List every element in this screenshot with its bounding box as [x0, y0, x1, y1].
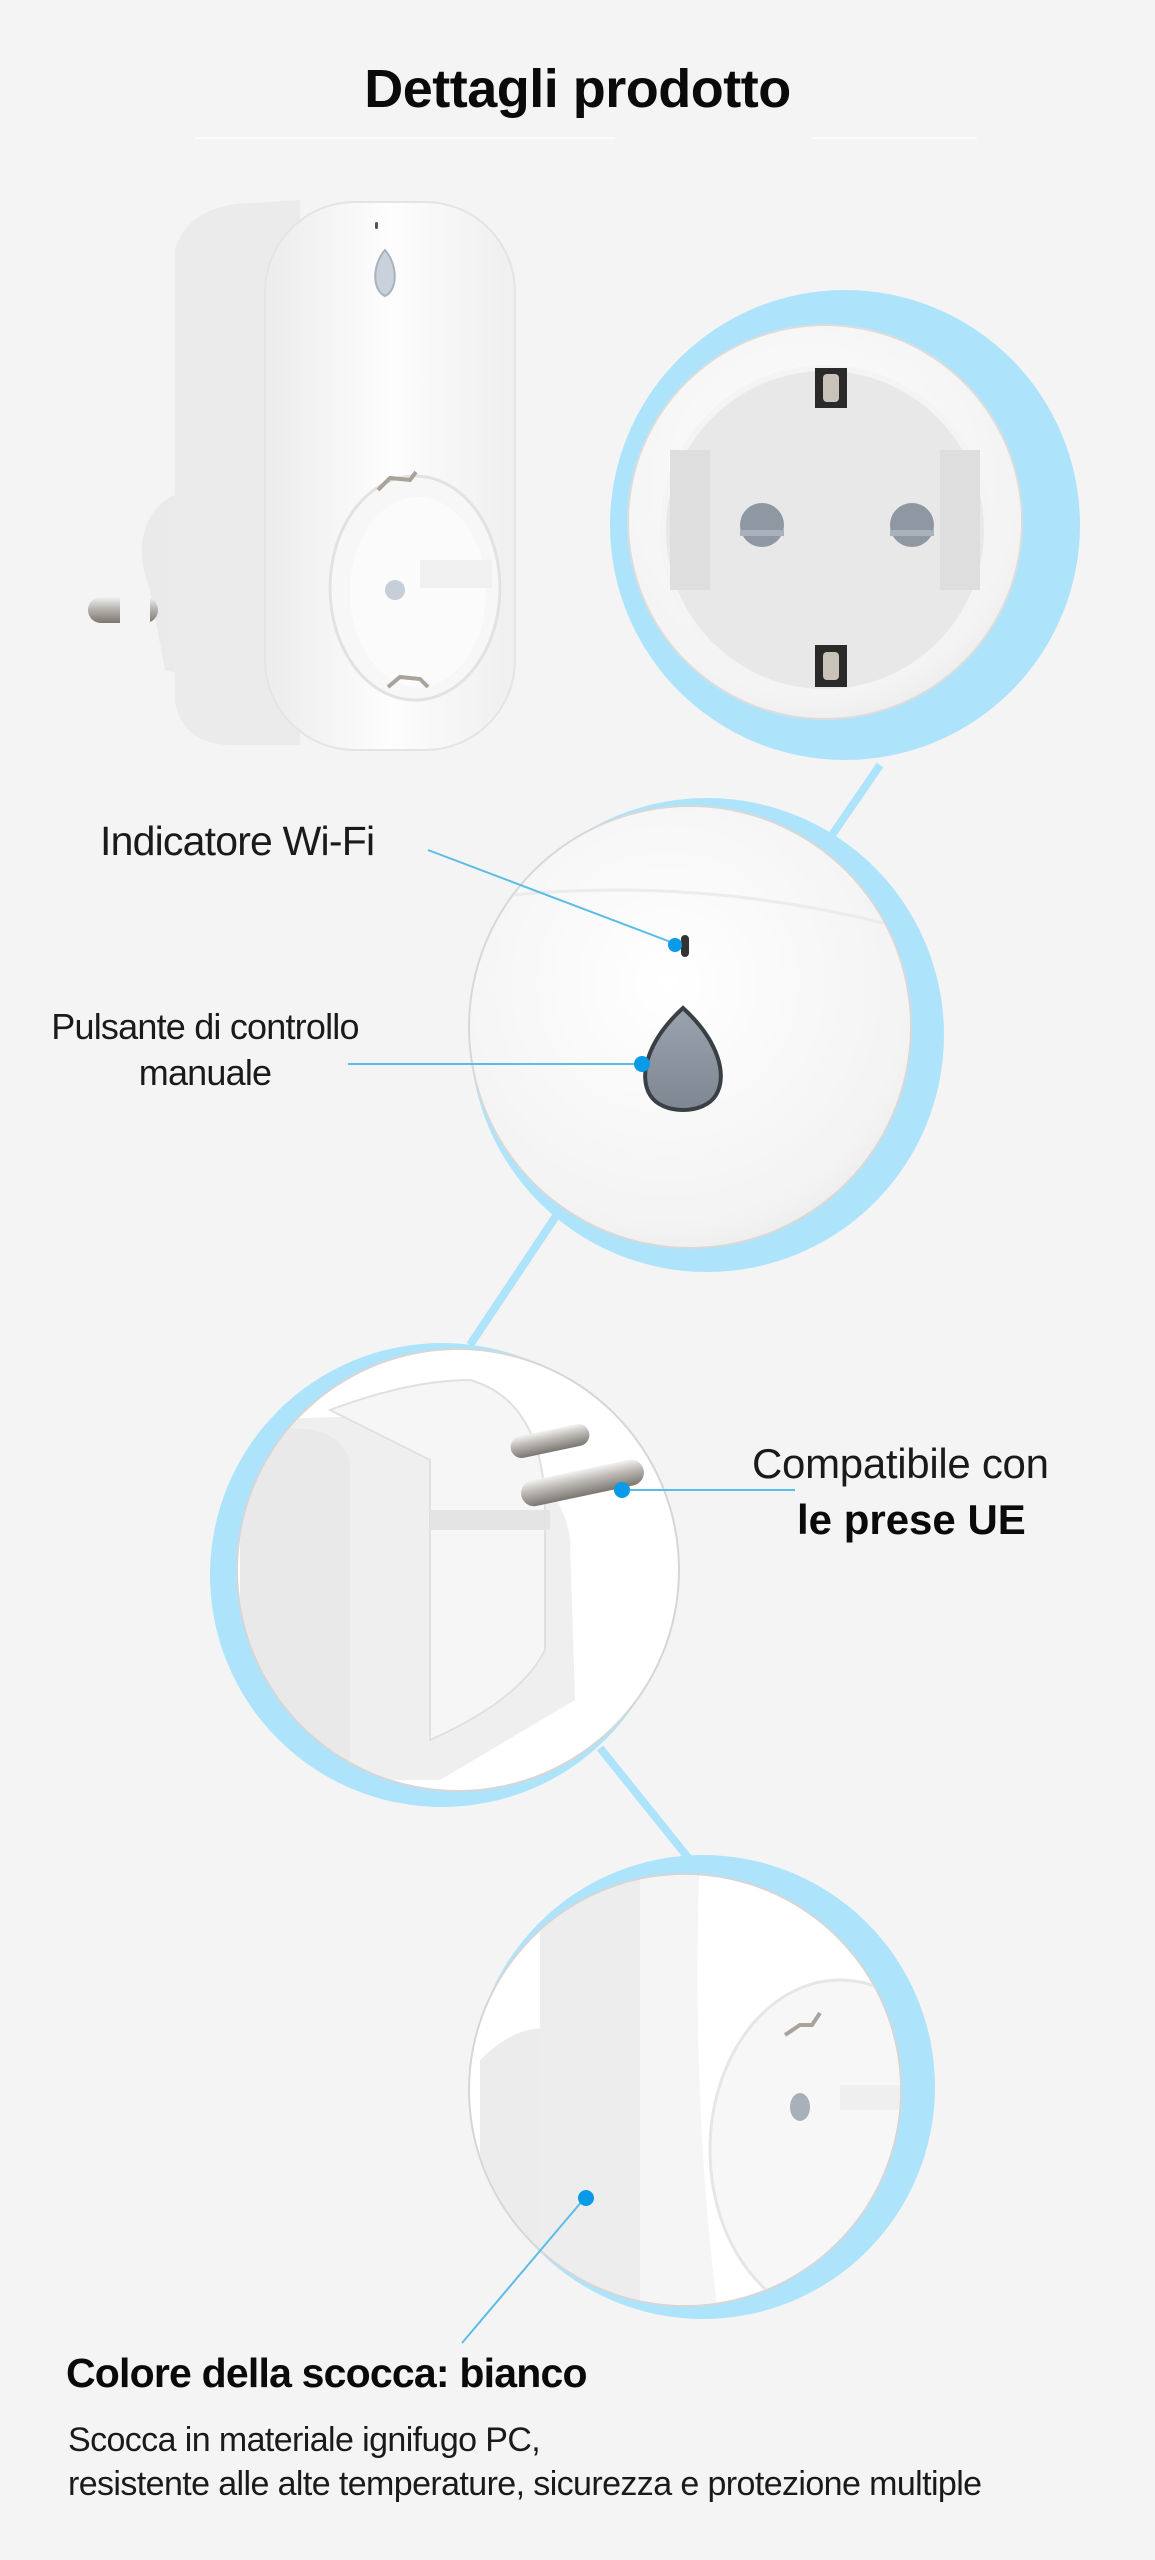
socket-closeup [610, 290, 1080, 760]
title-divider-left [195, 137, 615, 139]
page-title: Dettagli prodotto [364, 59, 791, 119]
compatibility-label-line1: Compatibile con [752, 1440, 1049, 1487]
title-divider-right [812, 137, 977, 139]
plug-prongs-closeup [210, 1343, 680, 1807]
description-line2: resistente alle alte temperature, sicure… [68, 2465, 982, 2503]
pointer-lines [348, 849, 795, 2344]
description-line1: Scocca in materiale ignifugo PC, [68, 2421, 541, 2459]
compatibility-label-line2: le prese UE [797, 1496, 1026, 1543]
led-button-closeup [468, 798, 944, 1272]
manual-button-label: Pulsante di controllo manuale [40, 1004, 370, 1096]
connector-lines [466, 762, 884, 1863]
shell-material-description: Scocca in materiale ignifugo PC, resiste… [68, 2418, 982, 2506]
wifi-indicator-label: Indicatore Wi-Fi [100, 818, 375, 864]
shell-color-title: Colore della scocca: bianco [66, 2350, 588, 2396]
smart-plug-photo [88, 200, 516, 751]
housing-closeup [468, 1855, 935, 2319]
manual-button-label-line1: Pulsante di controllo [51, 1006, 359, 1047]
pointer-dots [578, 938, 682, 2206]
manual-button-label-line2: manuale [138, 1052, 272, 1093]
